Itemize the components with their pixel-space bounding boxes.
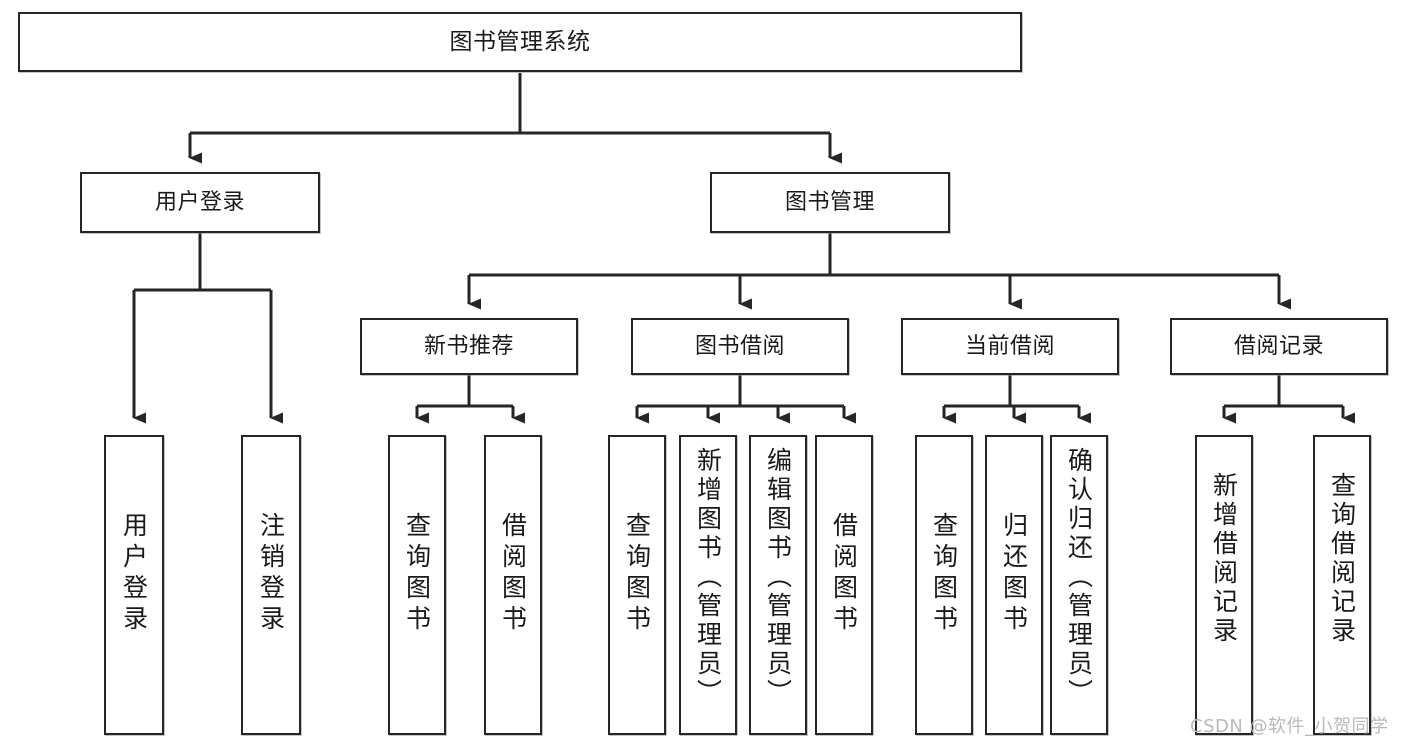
leaf-logout[interactable]: 注销登录	[241, 435, 301, 735]
node-label: 图书管理	[784, 189, 875, 215]
node-label: 新增借阅记录	[1209, 472, 1239, 646]
node-label: 当前借阅	[964, 333, 1055, 359]
node-label: 归还图书	[999, 512, 1029, 636]
node-label: 新增图书（管理员）	[693, 447, 723, 708]
leaf-query-book-borrow[interactable]: 查询图书	[608, 435, 666, 735]
node-book-management[interactable]: 图书管理	[710, 172, 950, 233]
node-label: 查询图书	[402, 512, 432, 636]
leaf-user-login[interactable]: 用户登录	[104, 435, 164, 735]
node-current-borrow[interactable]: 当前借阅	[901, 318, 1119, 375]
node-label: 新书推荐	[423, 333, 514, 359]
node-label: 用户登录	[154, 189, 245, 215]
node-user-login[interactable]: 用户登录	[80, 172, 320, 233]
node-label: 注销登录	[256, 512, 286, 636]
leaf-query-borrow-record[interactable]: 查询借阅记录	[1313, 435, 1371, 735]
node-label: 借阅图书	[829, 512, 859, 636]
node-root-book-management-system[interactable]: 图书管理系统	[18, 12, 1022, 72]
leaf-query-book-current[interactable]: 查询图书	[915, 435, 973, 735]
leaf-confirm-return-admin[interactable]: 确认归还（管理员）	[1050, 435, 1108, 735]
leaf-edit-book-admin[interactable]: 编辑图书（管理员）	[749, 435, 807, 735]
leaf-borrow-book-recommend[interactable]: 借阅图书	[484, 435, 542, 735]
node-label: 用户登录	[119, 512, 149, 636]
node-label: 确认归还（管理员）	[1064, 447, 1094, 708]
node-borrow-record[interactable]: 借阅记录	[1170, 318, 1388, 375]
node-label: 图书借阅	[694, 333, 785, 359]
node-label: 查询图书	[622, 512, 652, 636]
node-label: 图书管理系统	[449, 28, 591, 55]
node-book-borrow[interactable]: 图书借阅	[631, 318, 849, 375]
leaf-query-book-recommend[interactable]: 查询图书	[388, 435, 446, 735]
node-new-book-recommendation[interactable]: 新书推荐	[360, 318, 578, 375]
node-label: 编辑图书（管理员）	[763, 447, 793, 708]
leaf-add-borrow-record[interactable]: 新增借阅记录	[1195, 435, 1253, 735]
node-label: 查询图书	[929, 512, 959, 636]
csdn-watermark: CSDN @软件_小贺同学	[1190, 716, 1389, 737]
leaf-return-book[interactable]: 归还图书	[985, 435, 1043, 735]
node-label: 借阅记录	[1233, 333, 1324, 359]
node-label: 查询借阅记录	[1327, 472, 1357, 646]
leaf-borrow-book-borrow[interactable]: 借阅图书	[815, 435, 873, 735]
node-label: 借阅图书	[498, 512, 528, 636]
leaf-add-book-admin[interactable]: 新增图书（管理员）	[679, 435, 737, 735]
